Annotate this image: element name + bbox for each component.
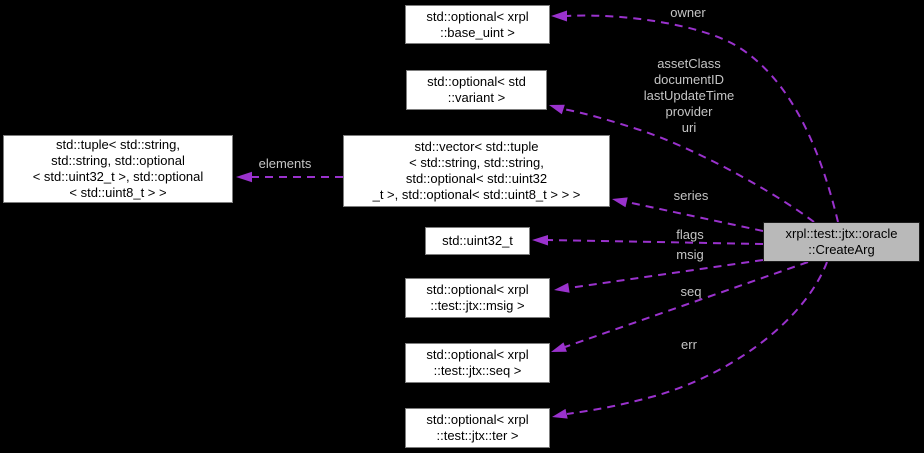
node-optional-base-uint[interactable]: std::optional< xrpl ::base_uint >	[405, 5, 550, 44]
node-uint32-t[interactable]: std::uint32_t	[425, 227, 530, 255]
arrowhead-flags	[532, 235, 548, 246]
edge-fields	[562, 108, 815, 223]
node-vector[interactable]: std::vector< std::tuple < std::string, s…	[343, 135, 610, 207]
arrowhead-elements	[236, 171, 252, 183]
node-optional-seq[interactable]: std::optional< xrpl ::test::jtx::seq >	[405, 343, 550, 383]
arrowhead-msig	[554, 282, 570, 293]
edge-label-seq: seq	[680, 284, 702, 299]
edge-label-msig: msig	[676, 247, 704, 262]
edge-label-fields: assetClass documentID lastUpdateTime pro…	[643, 56, 735, 135]
edge-label-series: series	[673, 188, 709, 203]
edge-label-elements: elements	[258, 156, 312, 171]
arrowhead-owner	[551, 10, 567, 22]
node-optional-msig[interactable]: std::optional< xrpl ::test::jtx::msig >	[405, 278, 550, 318]
edge-series	[626, 201, 764, 232]
edge-label-flags: flags	[676, 227, 704, 242]
edge-err	[566, 261, 828, 415]
edge-seq	[564, 261, 809, 348]
edge-owner	[566, 14, 839, 223]
arrowhead-seq	[551, 342, 567, 352]
node-create-arg: xrpl::test::jtx::oracle ::CreateArg	[763, 222, 920, 262]
edge-label-owner: owner	[670, 5, 706, 20]
arrowhead-fields	[549, 104, 565, 115]
edge-label-err: err	[681, 337, 697, 352]
node-optional-ter[interactable]: std::optional< xrpl ::test::jtx::ter >	[405, 408, 550, 448]
edge-flags	[547, 239, 764, 245]
arrowhead-err	[552, 408, 568, 419]
node-optional-variant[interactable]: std::optional< std ::variant >	[406, 70, 547, 110]
edge-msig	[568, 259, 764, 289]
node-tuple[interactable]: std::tuple< std::string, std::string, st…	[3, 135, 233, 203]
arrowhead-series	[612, 197, 628, 208]
